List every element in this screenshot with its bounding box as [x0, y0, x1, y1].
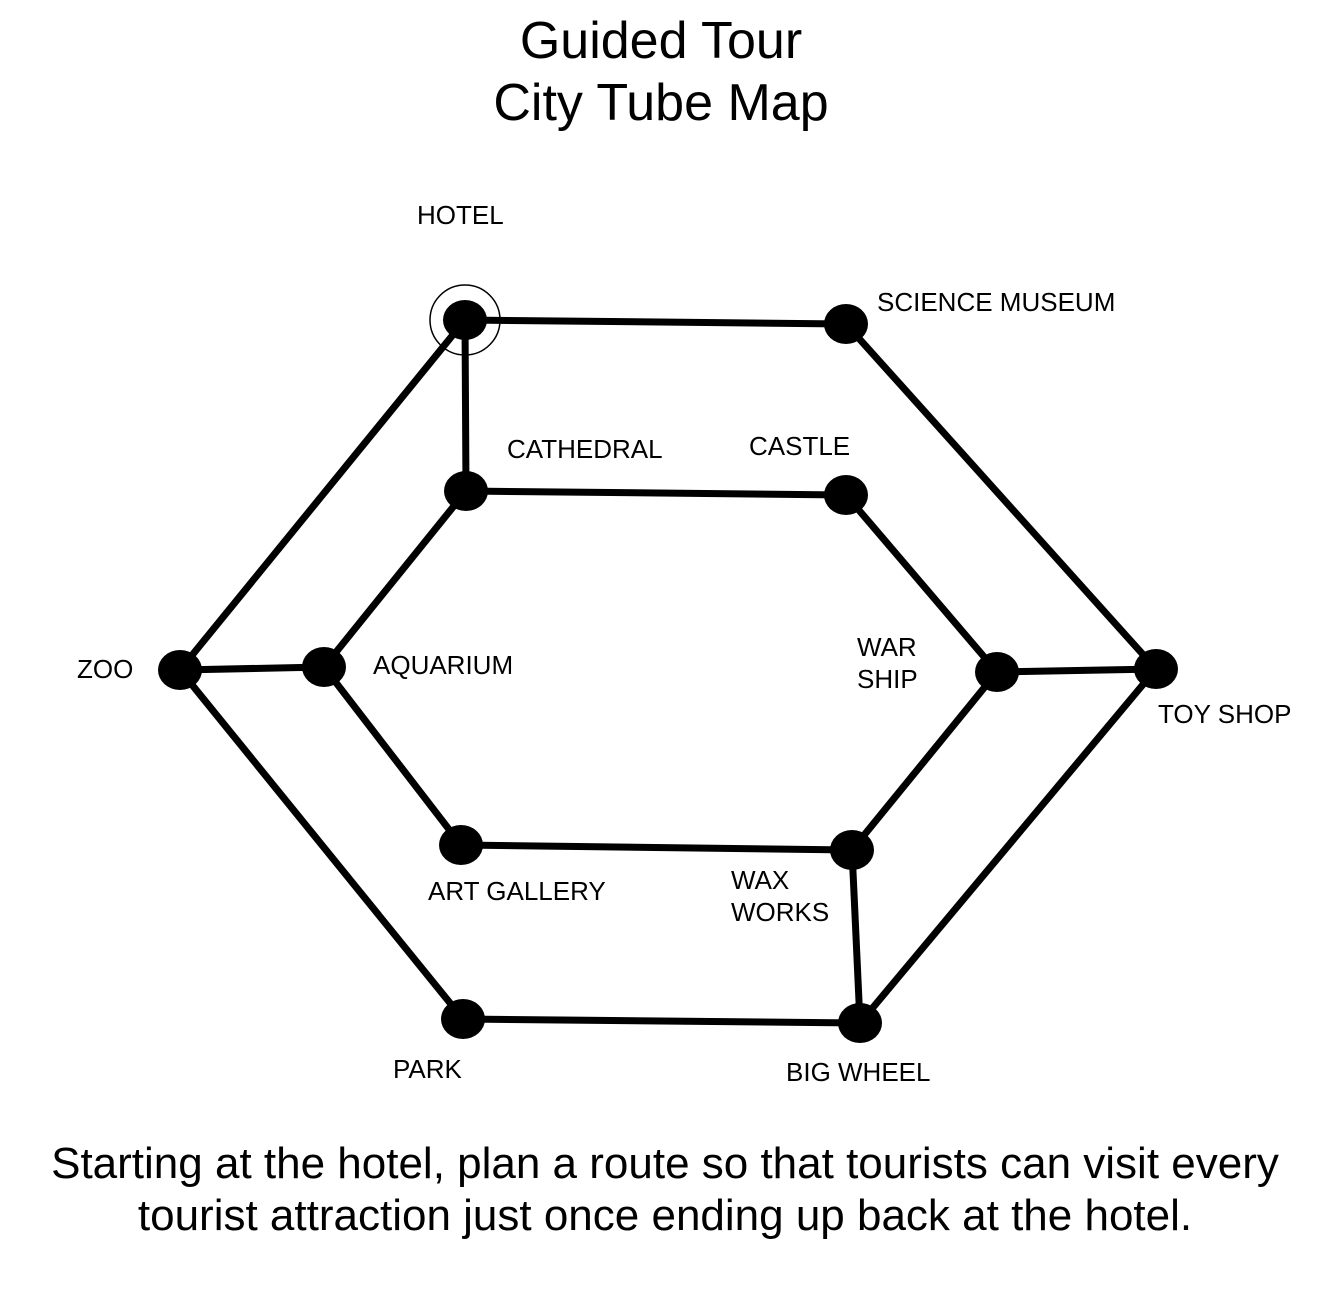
- station-aquarium: [302, 647, 346, 687]
- station-toy-shop: [1134, 649, 1178, 689]
- station-castle: [824, 475, 868, 515]
- station-war-ship: [975, 652, 1019, 692]
- station-cathedral: [444, 471, 488, 511]
- track-hotel-science_museum: [464, 316, 847, 328]
- label-zoo: ZOO: [77, 654, 134, 684]
- title-line-1: Guided Tour: [519, 12, 803, 70]
- start-ring-icon: [429, 284, 501, 356]
- track-cathedral-castle: [465, 487, 847, 499]
- track-aquarium-art_gallery: [321, 664, 464, 848]
- label-war-ship: WAR SHIP: [857, 632, 918, 694]
- label-park: PARK: [393, 1054, 462, 1084]
- track-zoo-park: [177, 667, 466, 1022]
- track-castle-war_ship: [843, 492, 1000, 675]
- track-science_museum-toy_shop: [843, 321, 1159, 672]
- station-big-wheel: [838, 1003, 882, 1043]
- label-toy-shop: TOY SHOP: [1158, 699, 1292, 729]
- label-cathedral: CATHEDRAL: [507, 434, 663, 464]
- station-wax-works: [830, 830, 874, 870]
- track-zoo-aquarium: [179, 663, 325, 674]
- label-hotel: HOTEL: [417, 200, 504, 230]
- label-art-gallery: ART GALLERY: [428, 876, 606, 906]
- label-aquarium: AQUARIUM: [373, 650, 514, 680]
- track-hotel-zoo: [177, 317, 468, 673]
- label-big-wheel: BIG WHEEL: [786, 1057, 931, 1087]
- station-art-gallery: [439, 825, 483, 865]
- station-zoo: [158, 650, 202, 690]
- station-park: [441, 999, 485, 1039]
- track-war_ship-toy_shop: [996, 665, 1157, 676]
- station-science-museum: [824, 304, 868, 344]
- title-line-2: City Tube Map: [493, 74, 829, 132]
- label-wax-works: WAX WORKS: [731, 865, 830, 927]
- label-castle: CASTLE: [749, 431, 851, 461]
- track-hotel-cathedral: [461, 319, 470, 492]
- track-wax_works-big_wheel: [848, 849, 864, 1024]
- instructions-text: Starting at the hotel, plan a route so t…: [51, 1139, 1279, 1240]
- track-toy_shop-big_wheel: [857, 666, 1159, 1026]
- track-cathedral-aquarium: [321, 488, 469, 670]
- track-park-big_wheel: [462, 1015, 861, 1027]
- track-war_ship-wax_works: [849, 669, 1000, 853]
- map-title: Guided Tour City Tube Map: [0, 10, 1322, 134]
- track-art_gallery-wax_works: [460, 841, 853, 854]
- station-hotel: [443, 300, 487, 340]
- label-science-museum: SCIENCE MUSEUM: [877, 287, 1116, 317]
